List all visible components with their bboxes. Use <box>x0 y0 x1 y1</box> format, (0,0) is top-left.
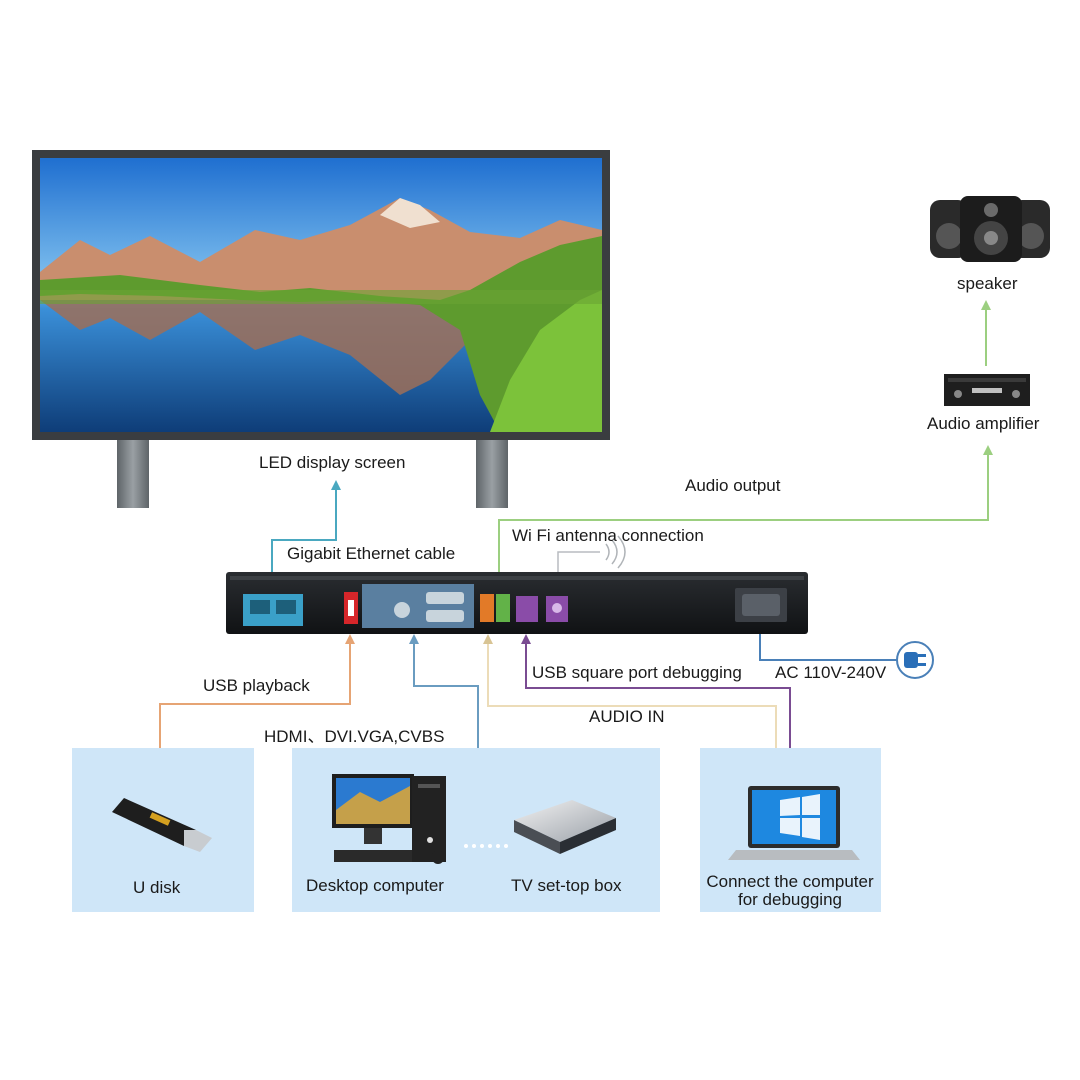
audio-in-label: AUDIO IN <box>589 707 665 726</box>
desktop-computer-icon <box>332 774 446 864</box>
hdmi-arrow <box>409 634 419 644</box>
gigabit-ethernet-label: Gigabit Ethernet cable <box>287 544 456 563</box>
usb-playback-label: USB playback <box>203 676 310 695</box>
audio-output-line <box>498 452 989 598</box>
amp-to-speaker-arrow <box>981 300 991 310</box>
usb-square-arrow <box>521 634 531 644</box>
led-screen-label: LED display screen <box>259 453 406 472</box>
laptop-icon <box>728 786 860 860</box>
debug-computer-label-line2: for debugging <box>738 890 842 909</box>
audio-in-line <box>487 640 777 748</box>
usb-playback-arrow <box>345 634 355 644</box>
desktop-computer-label: Desktop computer <box>306 876 444 895</box>
power-line <box>759 630 900 661</box>
hdmi-label: HDMI、DVI.VGA,CVBS <box>264 727 445 746</box>
speaker-label: speaker <box>957 274 1018 293</box>
ethernet-cable-line <box>271 486 337 600</box>
u-disk-label: U disk <box>133 878 181 897</box>
dotted-separator <box>464 844 508 848</box>
ethernet-arrow <box>331 480 341 490</box>
controller-box-icon <box>226 572 808 634</box>
speaker-icon <box>930 196 1050 262</box>
usb-square-label: USB square port debugging <box>532 663 742 682</box>
amplifier-icon <box>944 374 1030 406</box>
wifi-signal-icon <box>605 535 626 569</box>
set-top-box-icon <box>514 800 616 854</box>
usb-stick-icon <box>112 798 212 852</box>
power-plug-icon <box>896 641 934 679</box>
hdmi-line <box>413 640 479 748</box>
usb-square-line <box>525 640 791 748</box>
usb-playback-line <box>159 640 351 748</box>
set-top-box-label: TV set-top box <box>511 876 622 895</box>
audio-in-arrow <box>483 634 493 644</box>
ac-power-label: AC 110V-240V <box>775 663 887 682</box>
wifi-antenna-label: Wi Fi antenna connection <box>512 526 704 545</box>
audio-output-label: Audio output <box>685 476 781 495</box>
led-screen-icon <box>32 150 610 508</box>
audio-output-arrow <box>983 445 993 455</box>
debug-computer-label-line1: Connect the computer <box>706 872 874 891</box>
amplifier-label: Audio amplifier <box>927 414 1040 433</box>
